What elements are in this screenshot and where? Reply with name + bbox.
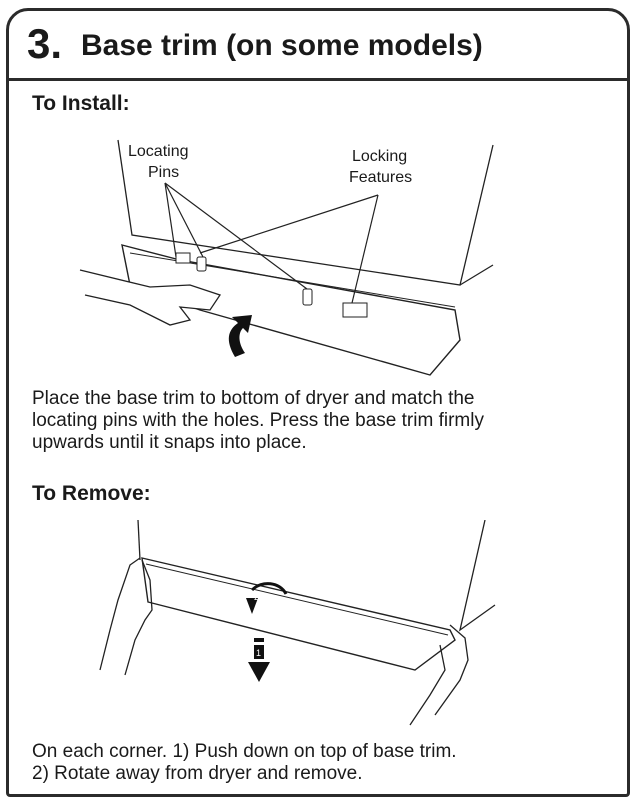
install-illustration: Locating Pins Locking Features — [60, 135, 510, 385]
locating-pin-left — [197, 257, 206, 271]
base-trim — [142, 558, 455, 670]
remove-instructions: On each corner. 1) Push down on top of b… — [32, 741, 457, 785]
step-title: Base trim (on some models) — [81, 31, 483, 61]
remove-illustration: 2 1 — [80, 520, 500, 730]
step-marker-2: 2 — [254, 592, 259, 602]
install-instructions: Place the base trim to bottom of dryer a… — [32, 388, 484, 454]
locking-feature-right — [343, 303, 367, 317]
install-heading: To Install: — [32, 93, 130, 114]
step-marker-1: 1 — [256, 648, 261, 658]
up-arrow-icon — [229, 315, 252, 357]
remove-text-line: 2) Rotate away from dryer and remove. — [32, 763, 457, 785]
install-text-line: locating pins with the holes. Press the … — [32, 410, 484, 432]
step-header: 3. Base trim (on some models) — [9, 11, 627, 81]
locating-pin-right — [303, 289, 312, 305]
install-text-line: Place the base trim to bottom of dryer a… — [32, 388, 484, 410]
install-text-line: upwards until it snaps into place. — [32, 432, 484, 454]
callout-locating-line2: Pins — [148, 164, 179, 181]
left-hand-illustration — [100, 558, 140, 670]
callout-locating-line1: Locating — [128, 143, 189, 160]
callout-locking-line2: Features — [349, 169, 412, 186]
remove-heading: To Remove: — [32, 483, 151, 504]
dryer-body-outline — [138, 520, 140, 560]
step-number: 3. — [27, 23, 62, 65]
push-down-arrow-icon — [248, 662, 270, 682]
remove-text-line: On each corner. 1) Push down on top of b… — [32, 741, 457, 763]
callout-locking-line1: Locking — [352, 148, 407, 165]
locking-feature-left — [176, 253, 190, 263]
dryer-side-edge — [460, 265, 493, 285]
dryer-side-edge — [460, 520, 495, 630]
